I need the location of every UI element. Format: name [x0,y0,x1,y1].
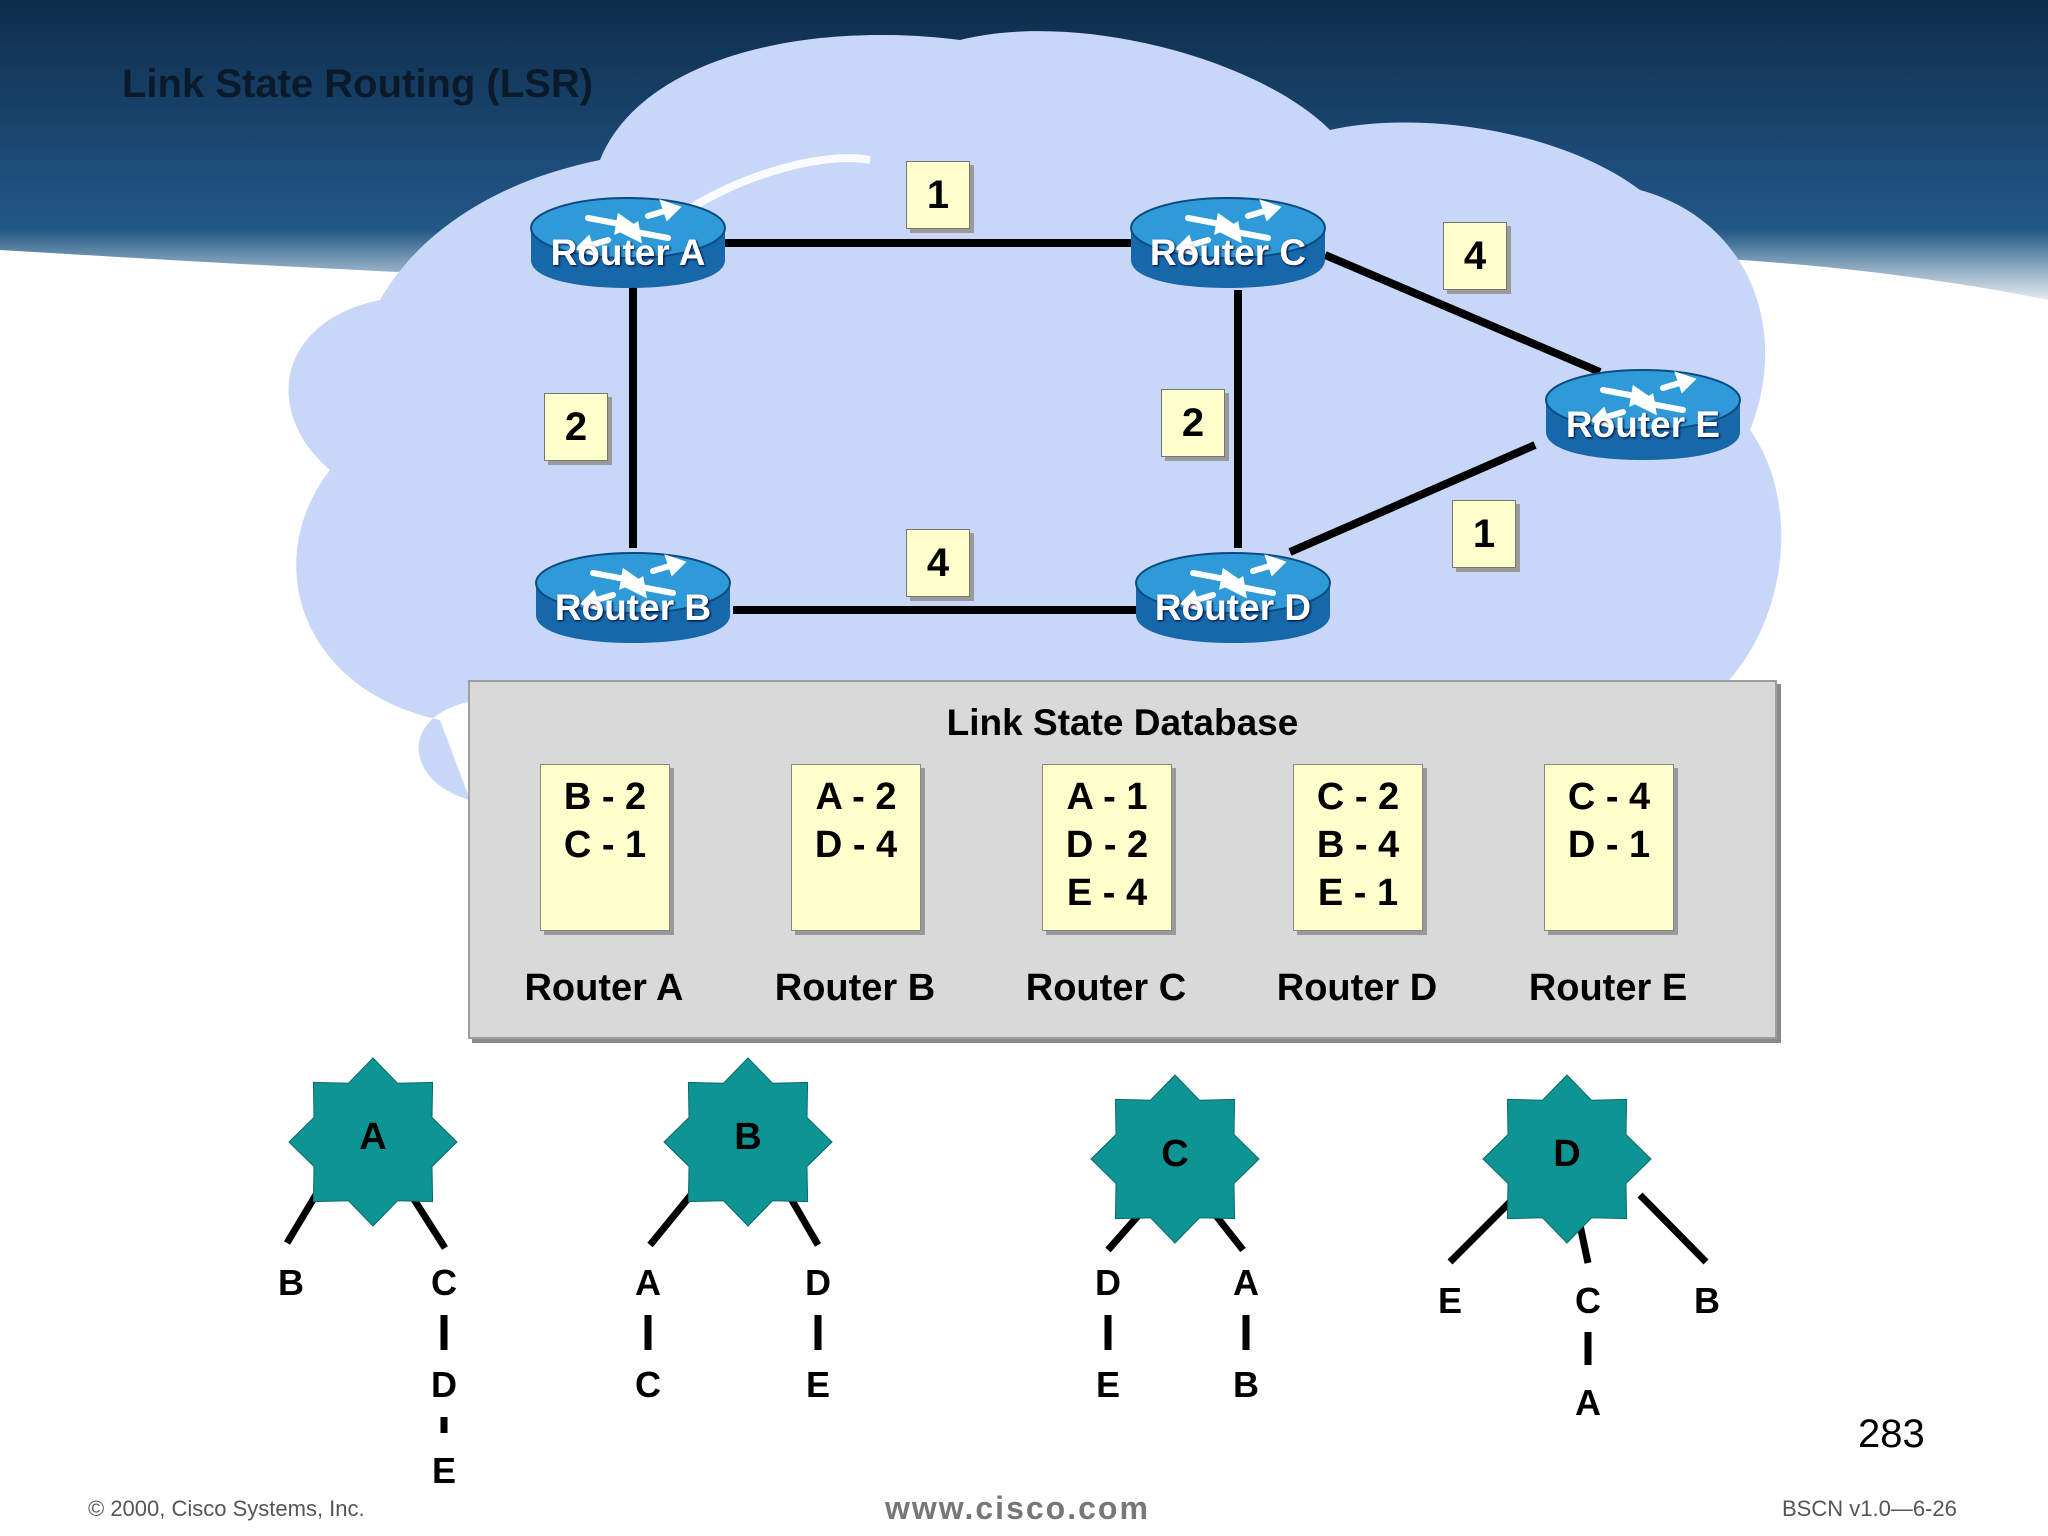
router-a[interactable]: Router A [528,188,728,288]
spf-tree-c-node: E [1095,1364,1120,1405]
spf-tree-d-root: D [1553,1133,1581,1175]
router-label: Router B [554,587,712,628]
link-c-e [1323,251,1602,376]
lsp-entry: D - 2 [1065,824,1149,866]
router-icon [530,197,726,288]
spf-tree-c-node: B [1233,1364,1259,1405]
footer-copyright: © 2000, Cisco Systems, Inc. [88,1496,365,1521]
link-cost-a-c: 1 [906,161,970,229]
lsp-entry: B - 4 [1316,824,1400,866]
lsp-entry: C - 4 [1567,776,1651,818]
router-icon [1130,197,1326,288]
lsp-router-name: Router C [1025,967,1187,1009]
spf-tree-c-node: D [1095,1262,1121,1303]
router-icon [535,552,731,643]
spf-star-c [1090,1074,1260,1244]
spf-tree-b-root: B [734,1116,762,1158]
link-cost-b-d: 4 [906,529,970,597]
lsp-router-name: Router D [1276,967,1438,1009]
spf-tree-c-root: C [1161,1133,1189,1175]
lsp-router-d: C - 2 B - 4 E - 1 [1293,764,1423,931]
router-label: Router C [1149,232,1307,273]
spf-tree-d-node: B [1694,1280,1720,1321]
lsp-entry: C - 1 [563,824,647,866]
spf-tree-b-node: C [635,1364,661,1405]
link-cost-a-b: 2 [544,393,608,461]
lsp-entry: E - 1 [1317,872,1399,914]
spf-tree-a-node: C [431,1262,457,1303]
link-d-e [1288,441,1537,556]
lsp-entry: A - 2 [815,776,897,818]
footer-url[interactable]: www.cisco.com [885,1490,1150,1526]
router-e[interactable]: Router E [1543,360,1743,460]
lsp-entry: A - 1 [1066,776,1148,818]
spf-tree-a-root: A [359,1116,387,1158]
link-state-database: Link State Database B - 2 C - 1 A - 2 D … [468,680,1777,1039]
spf-tree-d-edges [1447,1192,1709,1365]
link-cost-c-d: 2 [1161,389,1225,457]
footer-course-code: BSCN v1.0—6-26 [1782,1496,1957,1521]
spf-tree-d-node: C [1575,1280,1601,1321]
lsp-entry: B - 2 [563,776,647,818]
lsp-router-name: Router E [1528,967,1688,1009]
lsp-entry: E - 4 [1066,872,1148,914]
link-cost-d-e: 1 [1452,500,1516,568]
lsp-router-c: A - 1 D - 2 E - 4 [1042,764,1172,931]
spf-star-d [1482,1074,1652,1244]
spf-star-b [663,1057,833,1227]
spf-tree-a-node: E [431,1450,456,1491]
router-icon [1545,369,1741,460]
router-label: Router D [1154,587,1312,628]
router-d[interactable]: Router D [1133,543,1333,643]
spf-tree-c-edges [1104,1205,1250,1350]
spf-star-a [288,1057,458,1227]
router-label: Router E [1565,404,1721,445]
router-icon [1135,552,1331,643]
link-cost-c-e: 4 [1443,222,1507,290]
spf-tree-a-node: D [431,1364,457,1405]
spf-tree-d-node: E [1437,1280,1462,1321]
router-label: Router A [550,232,706,273]
lsp-router-name: Router A [524,967,684,1009]
lsp-router-e: C - 4 D - 1 [1544,764,1674,931]
spf-tree-b-node: E [805,1364,830,1405]
page-number: 283 [1858,1412,1925,1456]
router-b[interactable]: Router B [533,543,733,643]
router-c[interactable]: Router C [1128,188,1328,288]
spf-tree-d-node: A [1575,1382,1601,1423]
slide-title: Link State Routing (LSR) [122,62,594,106]
lsp-router-name: Router B [774,967,936,1009]
lsp-entry: C - 2 [1316,776,1400,818]
lsp-router-a: B - 2 C - 1 [540,764,670,931]
spf-tree-b-node: A [635,1262,661,1303]
lsdb-title: Link State Database [946,702,1299,743]
spf-tree-a-node: B [278,1262,304,1303]
spf-tree-b-node: D [805,1262,831,1303]
lsp-router-b: A - 2 D - 4 [791,764,921,931]
lsp-entry: D - 1 [1567,824,1651,866]
spf-tree-c-node: A [1233,1262,1259,1303]
lsp-entry: D - 4 [814,824,898,866]
